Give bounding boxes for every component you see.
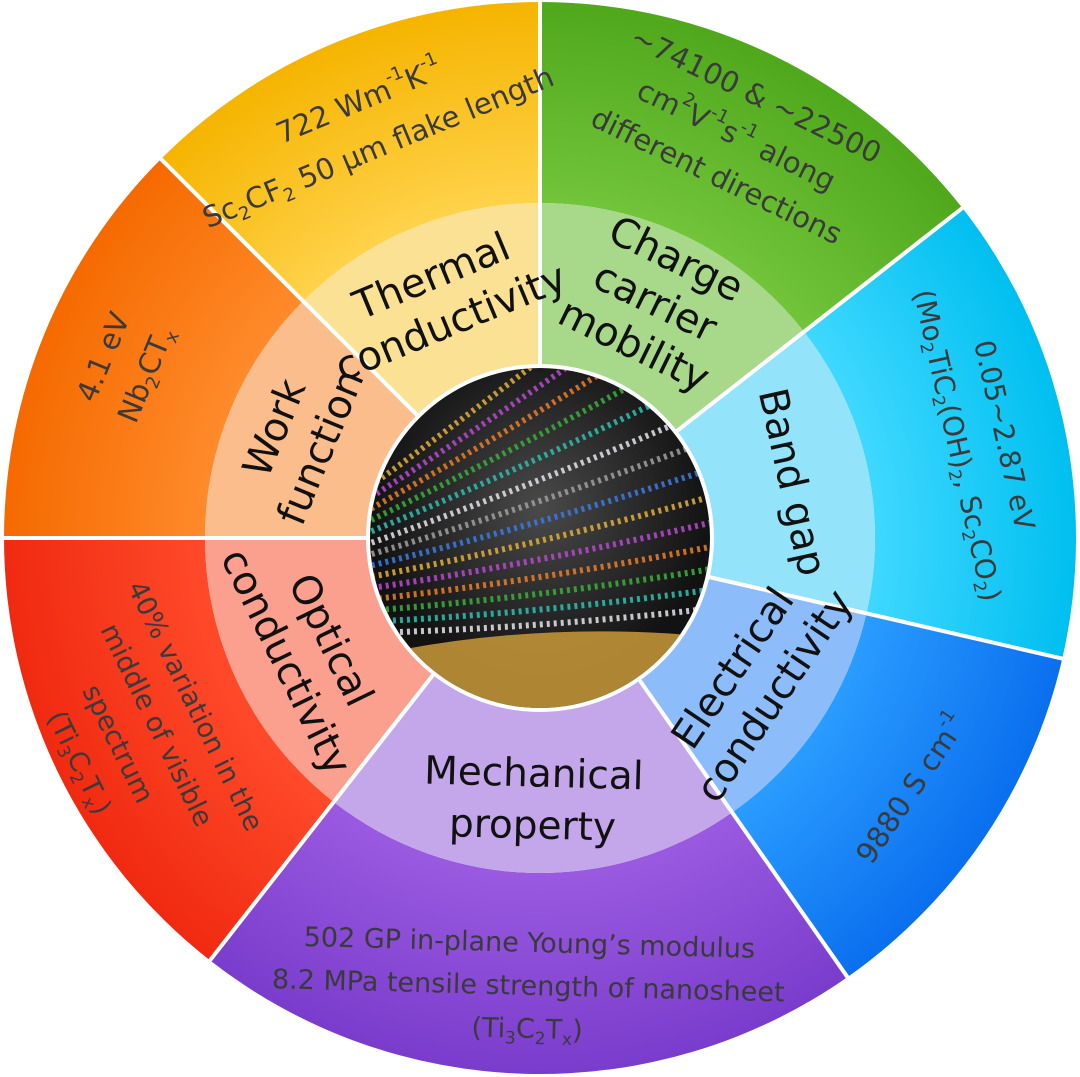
inner-sector-thermal-conductivity xyxy=(303,203,540,422)
outer-sector-optical-conductivity xyxy=(4,538,334,961)
sector-separators xyxy=(2,0,1065,980)
outer-label-segment: 2 xyxy=(968,580,990,595)
atomic-layer xyxy=(370,518,710,592)
outer-sector-work-function xyxy=(4,158,304,538)
outer-label-segment: 2 xyxy=(927,394,949,409)
inner-sector-band-gap xyxy=(670,331,875,614)
atomic-layer xyxy=(370,542,710,603)
outer-sector-electrical-conductivity xyxy=(732,613,1063,978)
separator-line xyxy=(672,205,966,435)
outer-label-line: (Ti3C2Tx) xyxy=(471,1012,583,1050)
inner-sector-work-function xyxy=(205,301,424,538)
atomic-layer xyxy=(370,435,710,559)
outer-sector-charge-carrier-mobility xyxy=(540,2,963,332)
center-mxene-illustration xyxy=(366,364,714,712)
inner-label-line: property xyxy=(448,801,616,850)
center-disc xyxy=(370,368,710,708)
substrate xyxy=(370,631,710,708)
outer-sector-thermal-conductivity xyxy=(160,2,540,302)
atomic-layer xyxy=(370,403,710,548)
outer-label-segment: ) xyxy=(572,1015,583,1046)
separator-line xyxy=(705,574,1065,661)
mxene-layers xyxy=(370,368,710,708)
inner-label-line: Mechanical xyxy=(424,749,645,800)
outer-label-segment: 2 xyxy=(534,1029,545,1049)
outer-label-segment: 3 xyxy=(505,1028,516,1048)
outer-label-segment: 2 xyxy=(943,468,965,483)
atomic-layer xyxy=(370,370,710,537)
atomic-layer xyxy=(370,586,710,625)
separator-line xyxy=(207,670,437,964)
atomic-layer xyxy=(370,368,710,526)
outer-label-segment: x xyxy=(562,1030,573,1050)
outer-sector-mechanical-property xyxy=(210,801,848,1074)
outer-ring xyxy=(4,2,1076,1074)
atomic-layer xyxy=(370,605,710,636)
outer-sector-band-gap xyxy=(803,208,1076,659)
outer-label-segment: (Ti xyxy=(471,1012,506,1044)
inner-sector-mechanical-property xyxy=(333,668,733,873)
outer-label-segment: T xyxy=(544,1014,563,1045)
atomic-layer xyxy=(370,565,710,614)
outer-label-segment: 2 xyxy=(915,341,937,356)
separator-line xyxy=(158,156,422,420)
outer-label-segment: 2 xyxy=(957,528,979,543)
atomic-layer xyxy=(370,368,710,504)
separator-line xyxy=(635,676,851,980)
outer-label-segment: C xyxy=(516,1013,536,1044)
